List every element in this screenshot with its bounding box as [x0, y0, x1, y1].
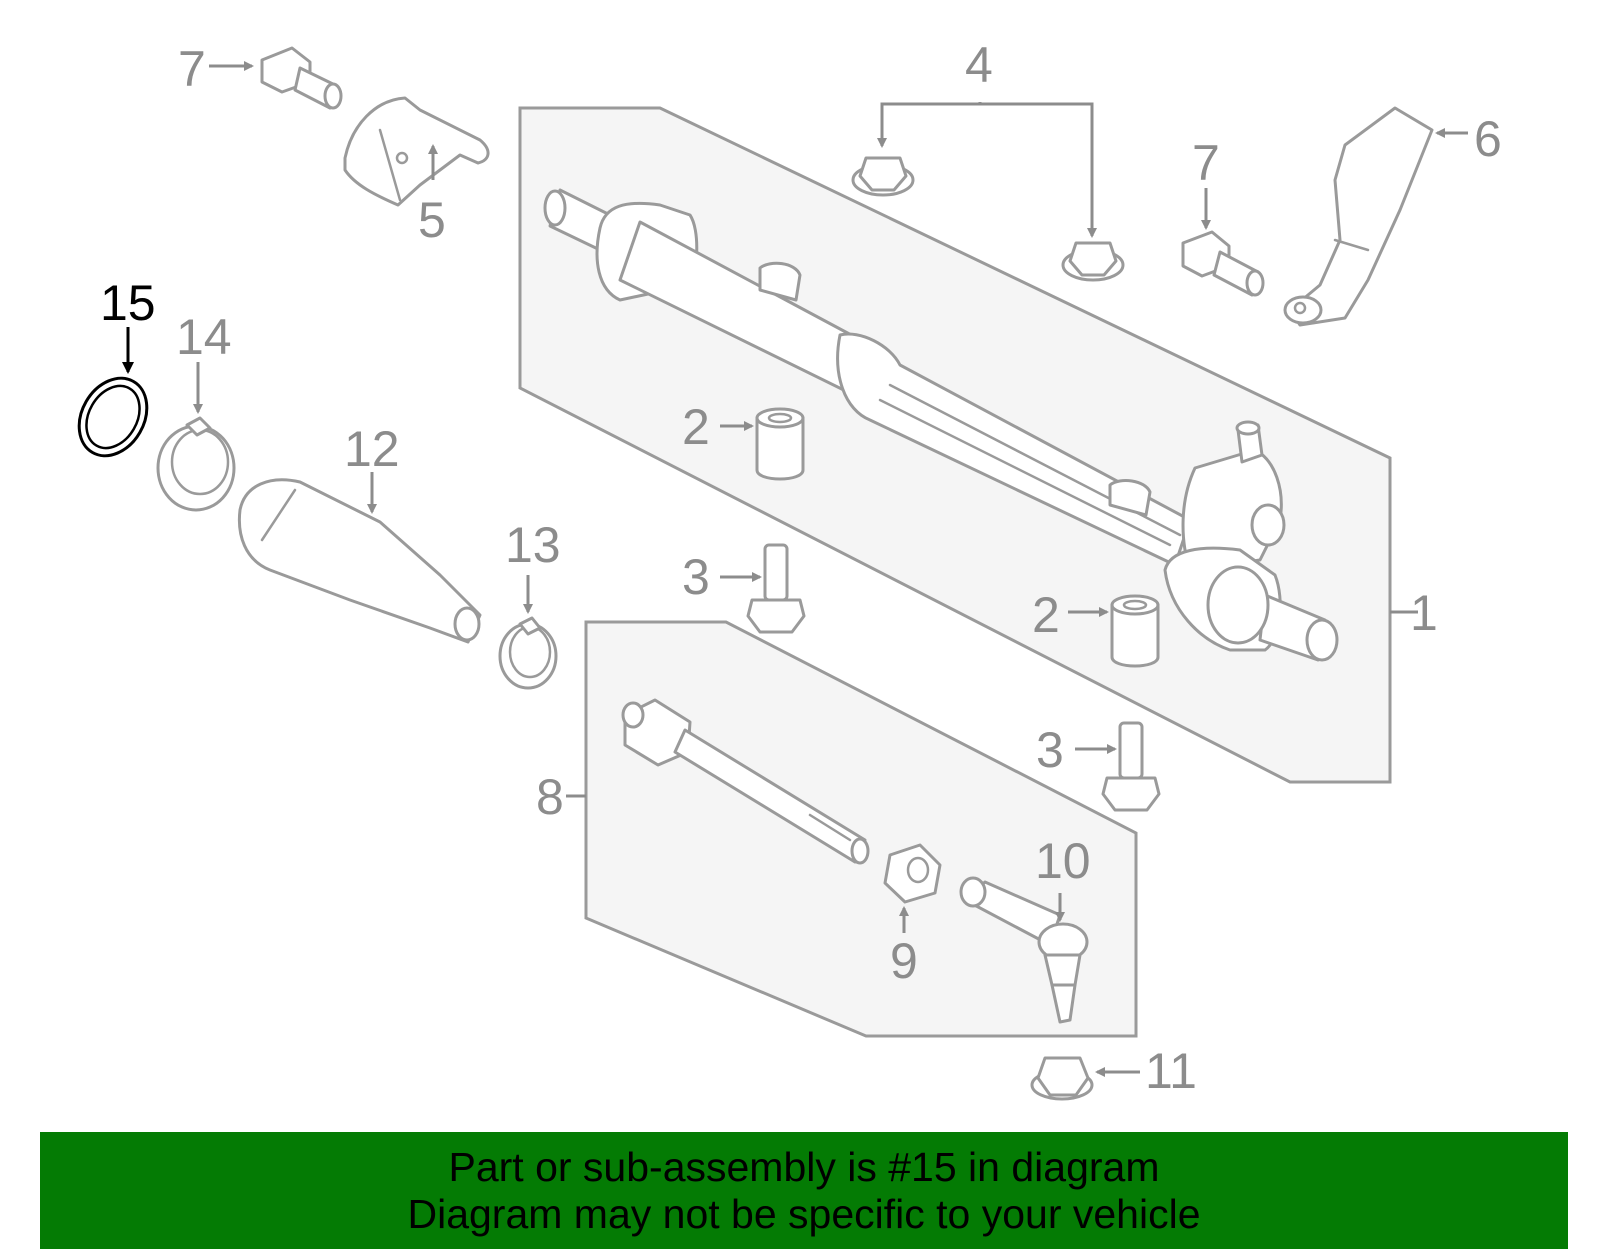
nut-upper[interactable]: [851, 156, 915, 197]
callout-9: 9: [890, 933, 918, 989]
mounting-bracket[interactable]: [343, 96, 490, 207]
steering-arm[interactable]: [1283, 106, 1434, 327]
tie-rod-assembly-panel: [584, 620, 1138, 1038]
callout-14: 14: [176, 309, 232, 365]
jam-nut[interactable]: [883, 843, 942, 904]
callout-4: 4: [965, 37, 993, 93]
rack-boot[interactable]: [237, 478, 482, 644]
callout-10: 10: [1035, 833, 1091, 889]
callout-13: 13: [505, 517, 561, 573]
callout-8: 8: [536, 769, 564, 825]
stud-upper[interactable]: [746, 543, 806, 634]
nut-lower[interactable]: [1061, 241, 1125, 282]
leader-lines: [122, 61, 1468, 1077]
flange-nut[interactable]: [1030, 1056, 1094, 1101]
stud-lower[interactable]: [1101, 721, 1161, 812]
callout-2-upper: 2: [682, 399, 710, 455]
callout-2-lower: 2: [1032, 587, 1060, 643]
bushing-upper[interactable]: [755, 407, 805, 481]
steering-rack[interactable]: [543, 188, 1339, 662]
outer-tie-rod-end[interactable]: [959, 876, 1089, 1024]
callout-6: 6: [1474, 111, 1502, 167]
banner-line-2: Diagram may not be specific to your vehi…: [407, 1191, 1201, 1237]
info-banner: Part or sub-assembly is #15 in diagram D…: [40, 1132, 1568, 1249]
clamp-small[interactable]: [498, 616, 558, 690]
callout-3-upper: 3: [682, 549, 710, 605]
callout-1: 1: [1410, 585, 1438, 641]
callout-15: 15: [100, 275, 156, 331]
bushing-lower[interactable]: [1110, 594, 1160, 668]
callout-5: 5: [418, 192, 446, 248]
seal-ring[interactable]: [66, 366, 161, 468]
callout-7-left: 7: [178, 41, 206, 97]
callout-12: 12: [344, 421, 400, 477]
callout-7-right: 7: [1192, 135, 1220, 191]
banner-line-1: Part or sub-assembly is #15 in diagram: [448, 1144, 1160, 1190]
bolt-top-right[interactable]: [1181, 230, 1265, 297]
bolt-top-left[interactable]: [260, 46, 343, 110]
callout-3-lower: 3: [1036, 722, 1064, 778]
inner-tie-rod[interactable]: [621, 698, 870, 865]
callout-11: 11: [1145, 1043, 1197, 1099]
clamp-large[interactable]: [156, 416, 236, 512]
